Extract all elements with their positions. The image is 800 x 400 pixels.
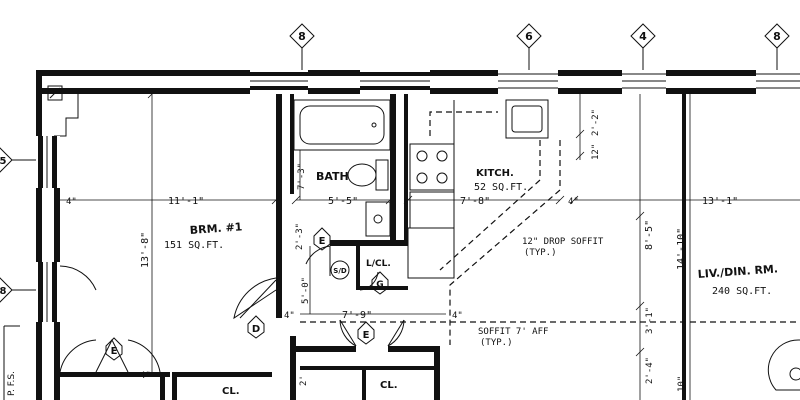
- dim-12: 12": [591, 144, 601, 160]
- svg-text:8: 8: [0, 286, 7, 297]
- grid-tag-2: 6: [516, 23, 542, 70]
- door-tag-e-3: E: [105, 337, 123, 361]
- dim-kitchen-depth: 8'-5": [644, 220, 655, 250]
- dim-hall-right: 4": [452, 311, 463, 321]
- bath-sink: [365, 201, 391, 237]
- note-soffit-aff: SOFFIT 7' AFF: [478, 327, 548, 337]
- svg-text:D: D: [252, 324, 260, 335]
- room-bedroom-area: 151 SQ.FT.: [164, 240, 224, 251]
- kitchen-sink: [505, 99, 549, 139]
- room-living-name: LIV./DIN. RM.: [697, 262, 778, 281]
- note-soffit-drop: 12" DROP SOFFIT: [522, 237, 604, 247]
- dim-living-width: 13'-1": [702, 196, 738, 207]
- svg-text:E: E: [319, 236, 326, 247]
- room-closet1-name: CL.: [222, 386, 240, 397]
- svg-text:6: 6: [525, 30, 533, 43]
- dim-bed-depth: 13'-8": [140, 232, 151, 268]
- exterior-walls: [36, 70, 800, 400]
- room-closet2-name: CL.: [380, 380, 398, 391]
- door-bath: [305, 245, 331, 276]
- svg-text:8: 8: [298, 30, 306, 43]
- toilet: [347, 159, 389, 191]
- dim-right-offset: 4": [568, 197, 579, 207]
- side-tag-1: 5: [0, 147, 36, 173]
- dimension-lines: [60, 89, 800, 400]
- svg-text:4: 4: [639, 30, 647, 43]
- door-tag-e-1: E: [313, 227, 331, 251]
- door-bedroom: [233, 277, 277, 320]
- room-linen-name: L/CL.: [366, 259, 391, 269]
- svg-text:5: 5: [0, 156, 7, 167]
- grid-tag-1: 8: [289, 23, 315, 70]
- side-tag-2: 8: [0, 277, 36, 303]
- dim-bed-width: 11'-1": [168, 196, 204, 207]
- dim-2-2: 2'-2": [591, 109, 601, 136]
- bathtub: [293, 99, 391, 151]
- svg-text:8: 8: [773, 30, 781, 43]
- room-kitchen-name: KITCH.: [476, 168, 514, 179]
- room-kitchen-area: 52 SQ.FT.: [474, 182, 528, 193]
- door-living: [767, 339, 800, 391]
- kitchen-stove: [409, 143, 455, 191]
- dim-hall-low: 2': [299, 375, 309, 386]
- svg-text:G: G: [376, 280, 383, 290]
- dim-kitchen-width: 7'-8": [460, 196, 490, 207]
- interior-walls: [60, 94, 686, 400]
- dim-hall-depth: 5'-0": [301, 277, 311, 304]
- door-tag-e-2: E: [357, 321, 375, 345]
- door-hall-closet: [339, 319, 405, 347]
- dim-bath-depth: 7'-3": [297, 163, 307, 190]
- window-swing-left: [59, 265, 97, 291]
- dim-left-offset: 4": [66, 197, 77, 207]
- note-soffit-drop-typ: (TYP.): [524, 248, 557, 258]
- room-bath-name: BATH: [316, 170, 349, 183]
- door-tag-sd: S/D: [330, 260, 350, 280]
- dim-3-1: 3'-1": [645, 307, 655, 334]
- door-tag-g: G: [371, 271, 389, 295]
- dim-bed-small: 4": [140, 371, 151, 381]
- margin-text: P. F.S.: [7, 371, 17, 396]
- dim-10: 10": [677, 376, 687, 392]
- dim-hall-width: 7'-9": [342, 310, 372, 321]
- kitchen-counter: [409, 100, 455, 229]
- svg-text:S/D: S/D: [333, 267, 347, 275]
- svg-text:E: E: [363, 330, 370, 341]
- svg-text:E: E: [111, 346, 118, 357]
- dim-2-4: 2'-4": [645, 357, 655, 384]
- dim-bath-width: 5'-5": [328, 196, 358, 207]
- dim-living-depth: 14'-10": [676, 228, 687, 270]
- note-soffit-aff-typ: (TYP.): [480, 338, 513, 348]
- grid-tag-3: 4: [630, 23, 656, 70]
- room-living-area: 240 SQ.FT.: [712, 286, 772, 297]
- soffit-dashed-lines: [300, 111, 800, 345]
- room-bedroom-name: BRM. #1: [189, 220, 242, 237]
- dim-bath-side: 2'-3": [295, 223, 305, 250]
- dim-hall-left: 4": [284, 311, 295, 321]
- grid-tag-4: 8: [764, 23, 790, 70]
- door-tag-d: D: [247, 315, 265, 339]
